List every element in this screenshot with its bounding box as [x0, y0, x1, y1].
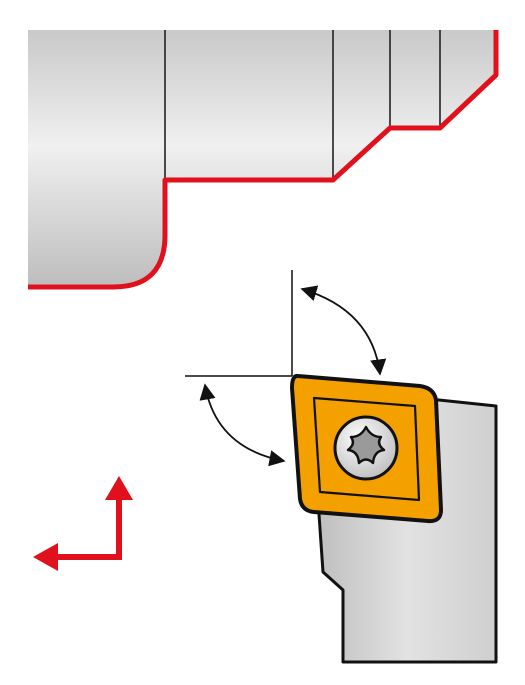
torx-screw-icon: [333, 415, 399, 481]
axis-arrows-icon: [33, 476, 133, 571]
insert-inner-edge: [312, 396, 421, 502]
angle-dimensions: [185, 270, 387, 467]
feed-arrowhead-up: [105, 476, 133, 500]
workpiece-body: [28, 30, 496, 287]
entering-angle-arc: [300, 285, 387, 376]
feed-arrowhead-left: [33, 543, 58, 571]
machined-profile-line: [28, 30, 499, 290]
clearance-angle-arc: [199, 383, 286, 467]
cutting-insert: [290, 373, 443, 524]
workpiece: [28, 30, 499, 290]
feed-arrow-corner: [55, 495, 122, 560]
